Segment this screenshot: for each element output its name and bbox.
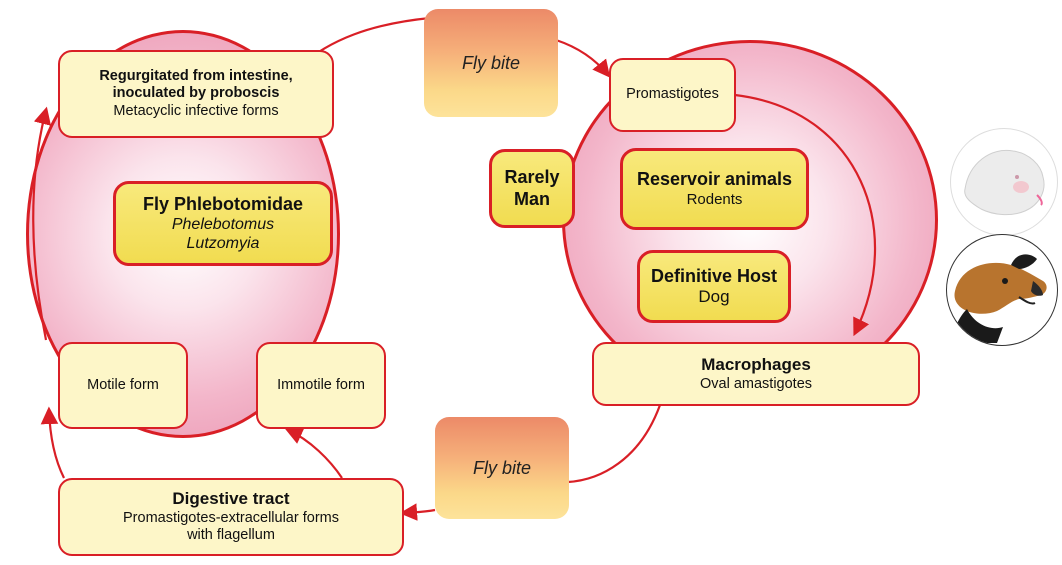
definitive-sub: Dog [698,287,730,307]
fly-phlebotomidae-box: Fly Phlebotomidae Phelebotomus Lutzomyia [113,181,333,266]
regurgitated-line3: Metacyclic infective forms [113,102,279,119]
arrow-macrophages-to-bite [567,404,662,484]
rarely-man-box: Rarely Man [489,149,575,228]
macrophages-box: Macrophages Oval amastigotes [592,342,920,406]
arrow-bite-to-digestive [399,503,436,521]
dog-icon [953,254,1047,343]
fly-phlebotomidae-title: Fly Phlebotomidae [142,193,304,214]
dog-photo [946,234,1058,346]
motile-form-box: Motile form [58,342,188,429]
arrow-motile-to-top [32,106,52,341]
immotile-form-label: Immotile form [277,376,365,393]
fly-bite-top-label: Fly bite [461,52,521,73]
fly-bite-bottom-label: Fly bite [472,457,532,478]
digestive-tract-box: Digestive tract Promastigotes-extracellu… [58,478,404,556]
rodent-photo [950,128,1058,236]
rodent-icon [964,149,1045,216]
reservoir-title: Reservoir animals [636,169,793,190]
genus-phelebotomus: Phelebotomus [171,216,275,234]
digestive-line2: Promastigotes-extracellular forms [123,509,339,526]
rarely-man-line1: Rarely [504,166,560,187]
arrow-digestive-to-motile [40,406,65,479]
regurgitated-box: Regurgitated from intestine, inoculated … [58,50,334,138]
regurgitated-line2: inoculated by proboscis [112,85,280,102]
rarely-man-line2: Man [514,188,550,209]
genus-lutzomyia: Lutzomyia [186,235,260,253]
fly-bite-top: Fly bite [424,9,558,117]
reservoir-sub: Rodents [686,190,743,208]
arrow-bite-to-promastigotes [555,38,611,78]
definitive-host-box: Definitive Host Dog [637,250,791,323]
arrow-promastigotes-to-macrophages [734,93,877,337]
promastigotes-label: Promastigotes [626,86,719,103]
digestive-line3: with flagellum [187,527,275,544]
promastigotes-box: Promastigotes [609,58,736,132]
definitive-title: Definitive Host [650,265,778,286]
motile-form-label: Motile form [87,376,159,393]
digestive-title: Digestive tract [172,489,290,509]
immotile-form-box: Immotile form [256,342,386,429]
fly-bite-bottom: Fly bite [435,417,569,519]
macrophages-title: Macrophages [701,355,811,375]
macrophages-sub: Oval amastigotes [699,375,813,392]
arrow-digestive-to-immotile [284,427,343,479]
regurgitated-line1: Regurgitated from intestine, [99,67,293,84]
reservoir-animals-box: Reservoir animals Rodents [620,148,809,230]
